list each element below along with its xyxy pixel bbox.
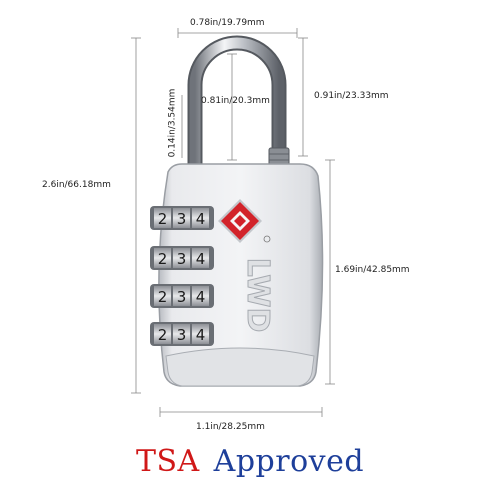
total-height-label: 2.6in/66.18mm — [42, 180, 111, 190]
shackle-height-label: 0.91in/23.33mm — [314, 91, 389, 101]
dial-digit[interactable]: 3 — [177, 250, 187, 268]
dial-digit[interactable]: 2 — [158, 288, 168, 306]
caption-approved: Approved — [213, 444, 365, 479]
dial-digit[interactable]: 2 — [158, 210, 168, 228]
dial-digit[interactable]: 2 — [158, 250, 168, 268]
dial-digit[interactable]: 3 — [177, 326, 187, 344]
tsa-approved-caption: TSA Approved — [0, 444, 500, 479]
dial-digit[interactable]: 2 — [158, 326, 168, 344]
shackle-diameter-label: 0.14in/3.54mm — [167, 88, 178, 158]
dial-digit[interactable]: 3 — [177, 210, 187, 228]
body-width-label: 1.1in/28.25mm — [196, 422, 265, 432]
dimension-lines — [131, 28, 335, 417]
shackle — [187, 35, 290, 178]
dial-digit[interactable]: 4 — [196, 288, 206, 306]
brand-logo: LWD — [240, 258, 275, 333]
tsa-badge — [218, 199, 271, 243]
shackle-inner-height-label: 0.81in/20.3mm — [201, 96, 270, 106]
dial-digit[interactable]: 4 — [196, 210, 206, 228]
combination-dials: 2 3 4 2 3 4 2 3 4 2 3 4 — [150, 206, 214, 346]
dial-digit[interactable]: 4 — [196, 250, 206, 268]
dial-digit[interactable]: 3 — [177, 288, 187, 306]
dial-digit[interactable]: 4 — [196, 326, 206, 344]
caption-tsa: TSA — [135, 444, 200, 479]
shackle-width-label: 0.78in/19.79mm — [190, 18, 265, 28]
body-height-label: 1.69in/42.85mm — [335, 265, 410, 275]
